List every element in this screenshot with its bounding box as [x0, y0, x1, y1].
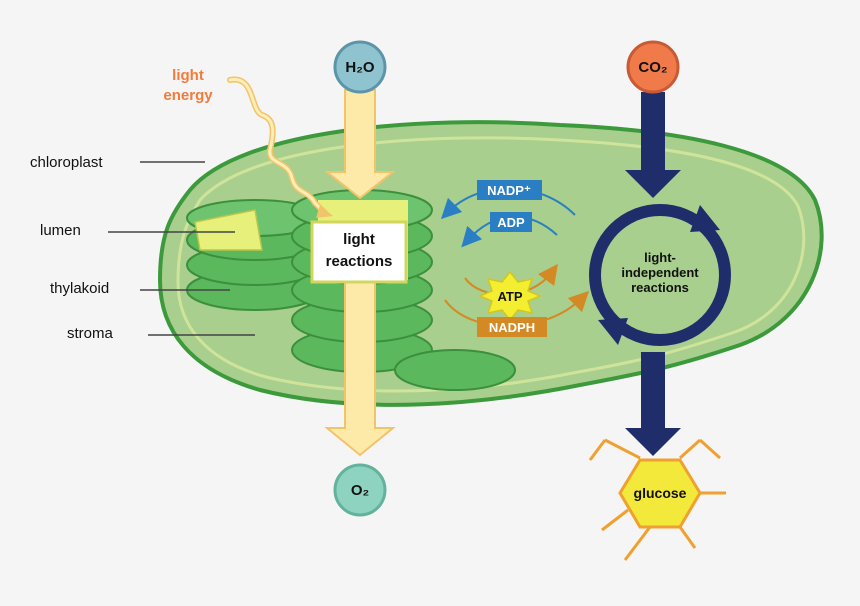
stroma-label: stroma — [67, 325, 114, 342]
granum-left — [186, 199, 324, 311]
o2-label: O₂ — [351, 482, 369, 499]
thylakoid-disk — [394, 349, 516, 391]
o2-circle — [333, 463, 387, 517]
lir-label-3: reactions — [631, 280, 689, 295]
nadp-label: NADP⁺ — [487, 183, 531, 198]
glucose-hexagon-icon — [588, 438, 726, 561]
co2-label: CO₂ — [638, 59, 667, 76]
nadph-badge — [477, 317, 547, 337]
nadp-badge — [477, 180, 542, 200]
light-reactions-label-1: light — [343, 231, 375, 248]
adp-badge — [490, 212, 532, 232]
atp-label: ATP — [497, 289, 522, 304]
glucose-arrowhead — [625, 428, 681, 456]
glucose-label: glucose — [634, 485, 687, 501]
lir-label-1: light- — [644, 250, 676, 265]
co2-arrowhead — [625, 170, 681, 198]
h2o-circle — [333, 40, 387, 94]
chloroplast-label: chloroplast — [30, 154, 103, 171]
oxygen-arrow — [324, 279, 396, 457]
calvin-cycle-icon — [589, 204, 731, 346]
light-energy-label-2: energy — [163, 87, 213, 104]
light-energy-label-1: light — [172, 67, 204, 84]
co2-arrow-shaft — [641, 92, 665, 172]
lumen-label: lumen — [40, 222, 81, 239]
chloroplast-inner-membrane — [176, 136, 806, 393]
nadph-label: NADPH — [489, 320, 535, 335]
glucose-arrow-shaft — [641, 352, 665, 430]
co2-circle — [626, 40, 680, 94]
lir-label-2: independent — [621, 265, 699, 280]
light-reactions-label-2: reactions — [326, 253, 393, 270]
light-arrow — [324, 89, 396, 200]
adp-label: ADP — [497, 215, 525, 230]
light-reactions-box — [310, 220, 408, 284]
thylakoid-label: thylakoid — [50, 280, 109, 297]
h2o-label: H₂O — [345, 59, 374, 76]
